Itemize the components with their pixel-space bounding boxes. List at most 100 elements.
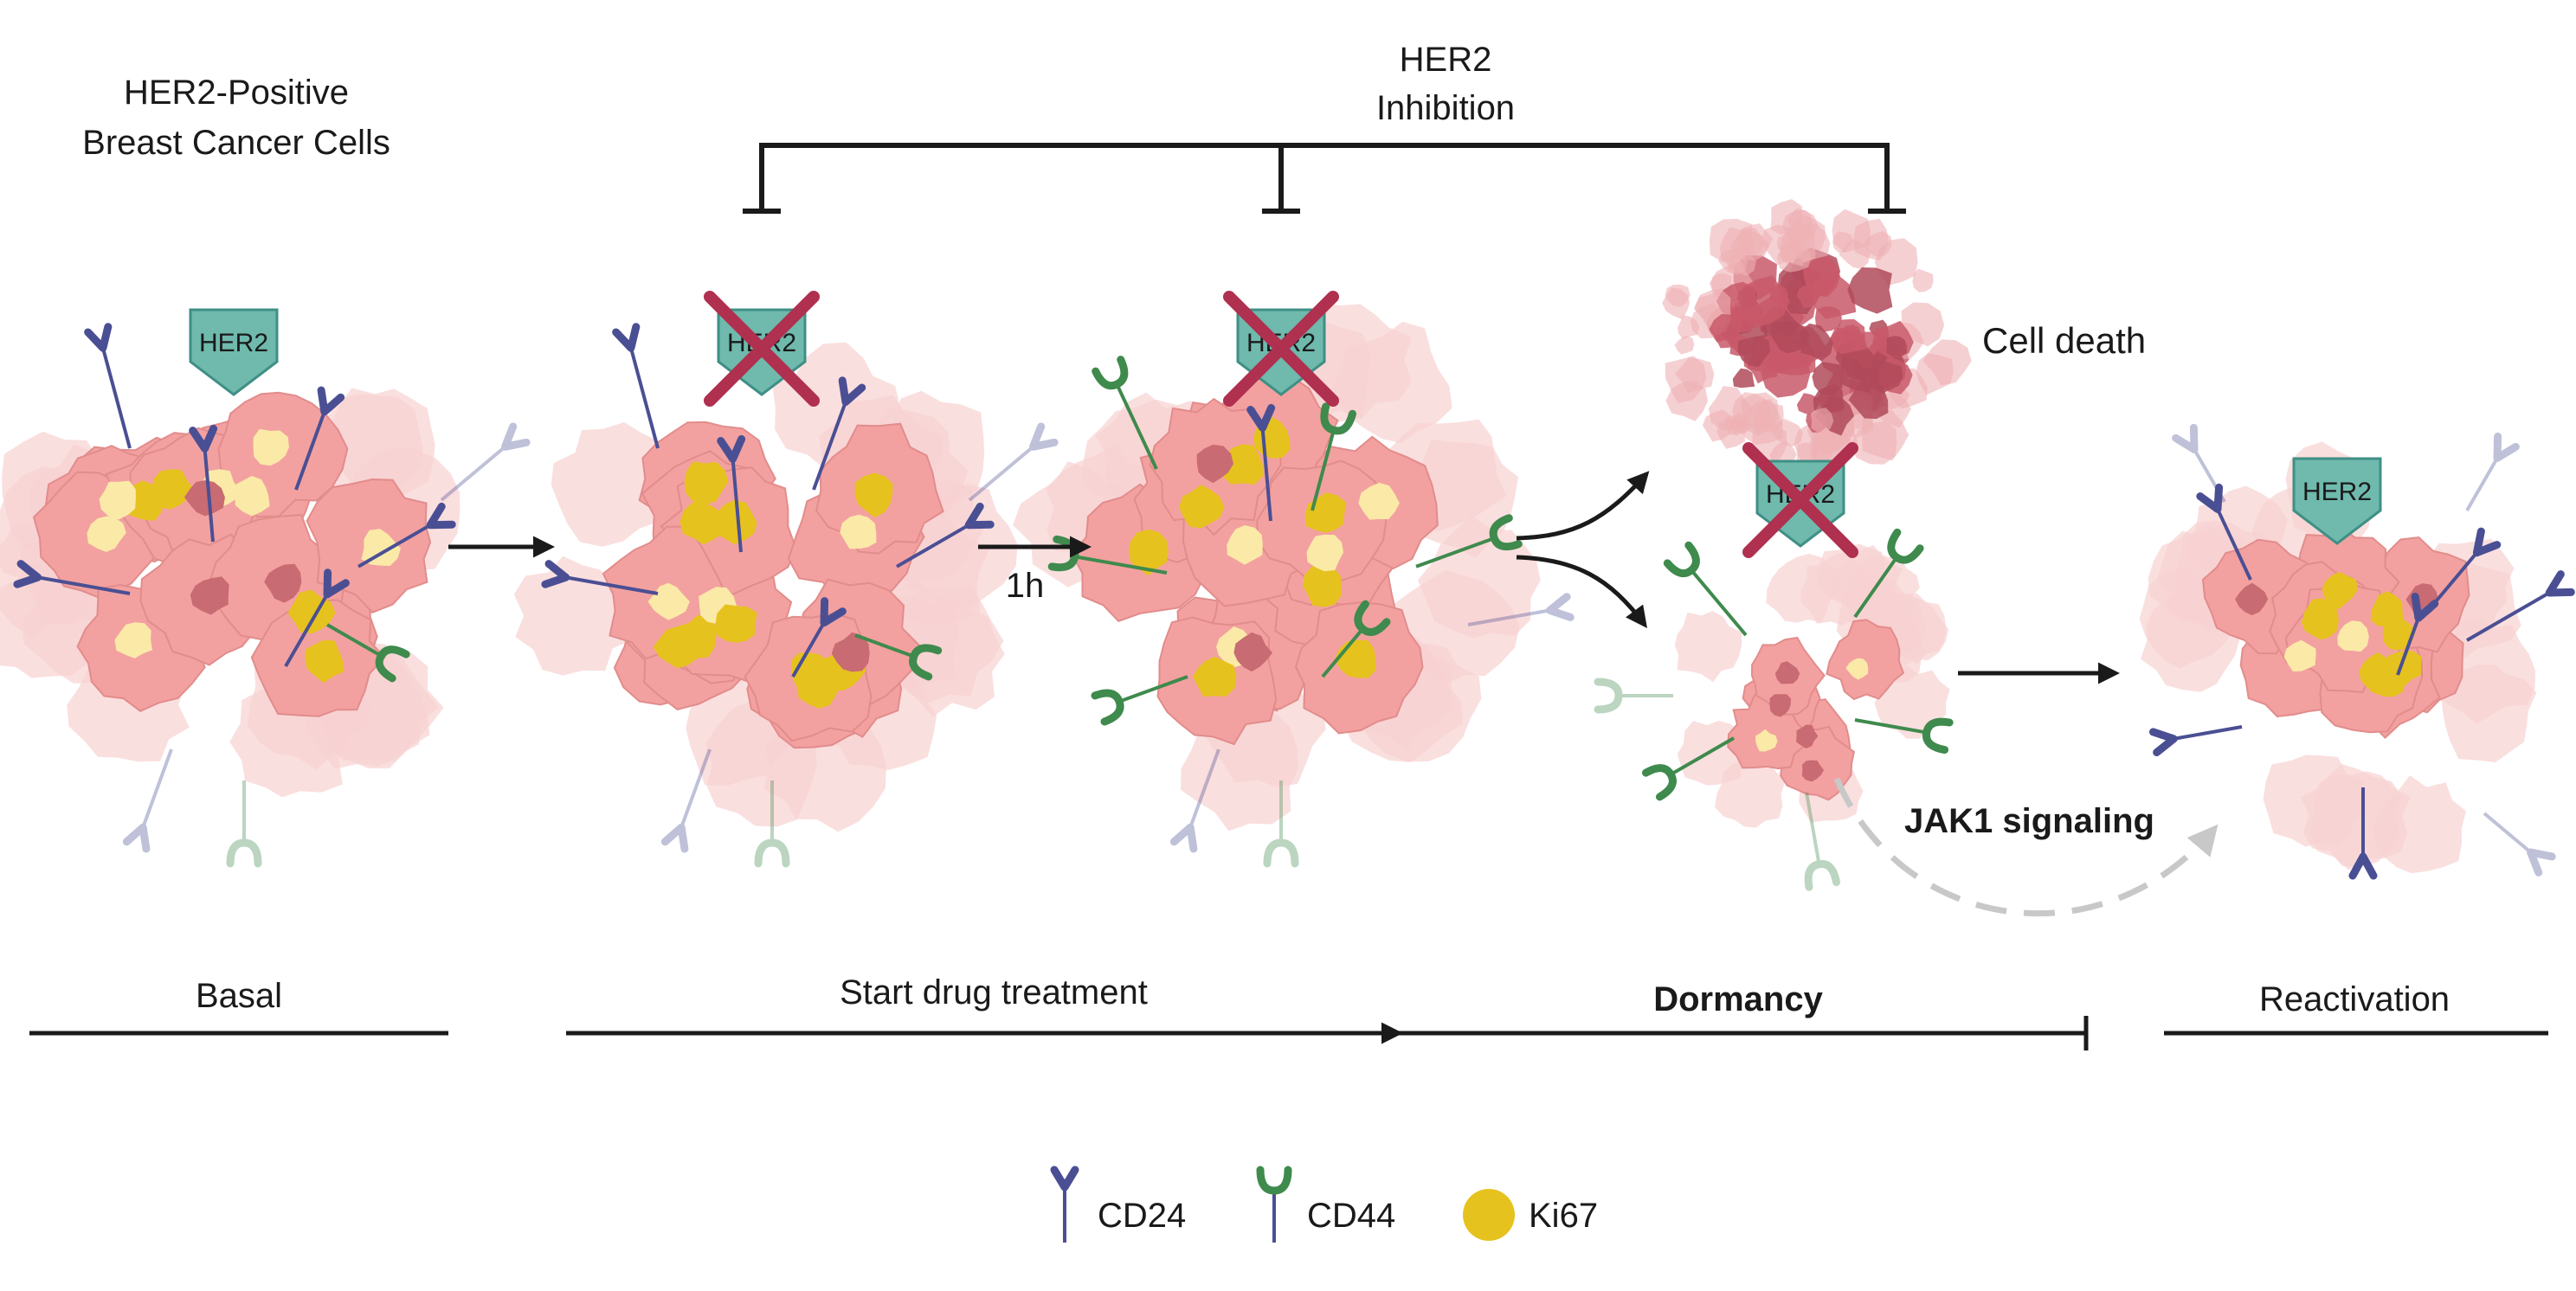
receptor-stem bbox=[203, 448, 215, 543]
dead-cell-fragment bbox=[1674, 357, 1715, 394]
dead-cell-fragment bbox=[1832, 231, 1853, 253]
receptor-head bbox=[541, 560, 570, 588]
nucleus bbox=[1233, 632, 1273, 672]
legend-cd44-icon bbox=[1256, 1166, 1292, 1243]
ki67-nucleus bbox=[854, 472, 893, 518]
receptor-head bbox=[660, 823, 689, 853]
receptor-head bbox=[2493, 432, 2520, 462]
legend: CD24 CD44 Ki67 bbox=[1050, 1166, 1598, 1243]
dead-cell-fragment bbox=[1772, 418, 1803, 446]
cd24-receptor bbox=[2465, 432, 2520, 511]
jak1-label: JAK1 signaling bbox=[1904, 802, 2154, 840]
cd24-receptor bbox=[13, 560, 131, 595]
receptor-stem bbox=[1690, 568, 1748, 637]
receptor-stem bbox=[1805, 792, 1821, 865]
her2-receptor: HER2 bbox=[2292, 457, 2382, 545]
cell-death-label: Cell death bbox=[1982, 320, 2146, 361]
dead-cell-fragment bbox=[1718, 247, 1748, 275]
receptor-head bbox=[1641, 764, 1677, 801]
nucleus bbox=[647, 582, 690, 620]
cd24-receptor bbox=[968, 422, 1059, 502]
ki67-nucleus bbox=[151, 469, 193, 510]
receptor-head bbox=[754, 838, 790, 868]
nucleus bbox=[2283, 639, 2316, 672]
receptor-head bbox=[122, 823, 151, 853]
ki67-nucleus bbox=[2322, 572, 2359, 610]
arrow-to-dormancy bbox=[1516, 555, 1647, 629]
ki67-nucleus bbox=[1192, 656, 1237, 697]
cell-clusters: HER2HER2HER2HER2HER2 bbox=[0, 199, 2575, 891]
inhibition-line-1: HER2 bbox=[1400, 41, 1492, 79]
dead-cell-fragment bbox=[1886, 336, 1907, 357]
dead-cell-fragment bbox=[1815, 306, 1842, 332]
cd44-receptor bbox=[326, 623, 410, 683]
dead-cell-fragment bbox=[1730, 417, 1747, 437]
receptor-stem bbox=[1074, 555, 1168, 575]
time-label: 1h bbox=[1006, 567, 1045, 605]
cd44-receptor bbox=[1854, 717, 1954, 755]
receptor-head bbox=[2172, 423, 2199, 453]
legend-cd24-head bbox=[1050, 1166, 1079, 1191]
cd24-receptor bbox=[2396, 592, 2439, 676]
receptor-head bbox=[2527, 848, 2556, 877]
stage-dormancy: Dormancy bbox=[1653, 980, 1823, 1018]
receptor-head bbox=[2411, 592, 2439, 622]
timeline bbox=[29, 1016, 2548, 1050]
receptor-head bbox=[189, 424, 218, 453]
cd44-receptor bbox=[1594, 678, 1673, 714]
cell-death-cluster bbox=[1662, 199, 1972, 469]
inhibition-line-2: Inhibition bbox=[1376, 89, 1515, 127]
ki67-nucleus bbox=[1179, 485, 1225, 529]
cd44-receptor bbox=[1091, 675, 1188, 726]
dead-cell-fragment bbox=[1737, 336, 1771, 368]
her2-shape bbox=[2292, 457, 2382, 545]
cd44-receptor bbox=[1804, 792, 1841, 891]
cd24-receptor bbox=[2466, 570, 2575, 642]
receptor-stem bbox=[1260, 427, 1272, 522]
cd44-receptor bbox=[854, 633, 943, 681]
nucleus bbox=[1227, 525, 1263, 565]
receptor-stem bbox=[679, 748, 712, 828]
halo-cell bbox=[1800, 552, 1875, 626]
title-line-2: Breast Cancer Cells bbox=[82, 124, 390, 162]
flow-arrows bbox=[448, 471, 2120, 684]
receptor-stem bbox=[2396, 617, 2420, 676]
dead-cell-fragment bbox=[1674, 335, 1695, 355]
receptor-stem bbox=[1467, 608, 1550, 626]
receptor-stem bbox=[1853, 556, 1898, 619]
receptor-head bbox=[1887, 528, 1924, 564]
dead-cell-fragment bbox=[1841, 324, 1862, 344]
receptor-head bbox=[1804, 859, 1841, 891]
dead-cell-fragment bbox=[1862, 408, 1909, 461]
ki67-nucleus bbox=[677, 614, 718, 659]
nucleus bbox=[234, 476, 270, 517]
legend-cd24-icon bbox=[1050, 1166, 1079, 1243]
nucleus bbox=[840, 514, 877, 549]
cd24-receptor bbox=[84, 323, 132, 449]
dead-cell-fragment bbox=[1916, 353, 1954, 395]
cd24-receptor bbox=[791, 597, 847, 678]
nucleus bbox=[361, 529, 401, 566]
nucleus bbox=[1769, 694, 1792, 717]
receptor-stem bbox=[1188, 748, 1220, 828]
nucleus bbox=[1801, 760, 1825, 782]
receptor-stem bbox=[2465, 457, 2499, 511]
cd24-receptor bbox=[1246, 403, 1276, 522]
dead-cell-fragment bbox=[1847, 267, 1893, 314]
nucleus bbox=[1196, 444, 1233, 484]
dead-cell-fragment bbox=[1776, 241, 1812, 273]
receptor-head bbox=[1320, 402, 1357, 435]
title-line-1: HER2-Positive bbox=[124, 74, 349, 112]
legend-cd24-label: CD24 bbox=[1098, 1197, 1186, 1235]
receptor-head bbox=[2472, 527, 2502, 557]
nucleus bbox=[1755, 729, 1778, 752]
dead-cell-fragment bbox=[1770, 321, 1811, 354]
halo-cell bbox=[2441, 665, 2537, 762]
legend-cd44-head bbox=[1256, 1166, 1292, 1195]
dead-cell-fragment bbox=[1810, 408, 1834, 434]
halo-cell bbox=[551, 421, 675, 547]
receptor-head bbox=[2348, 852, 2378, 880]
dead-cell-fragment bbox=[1803, 255, 1840, 298]
receptor-stem bbox=[1311, 429, 1336, 511]
receptor-head bbox=[1029, 422, 1059, 451]
